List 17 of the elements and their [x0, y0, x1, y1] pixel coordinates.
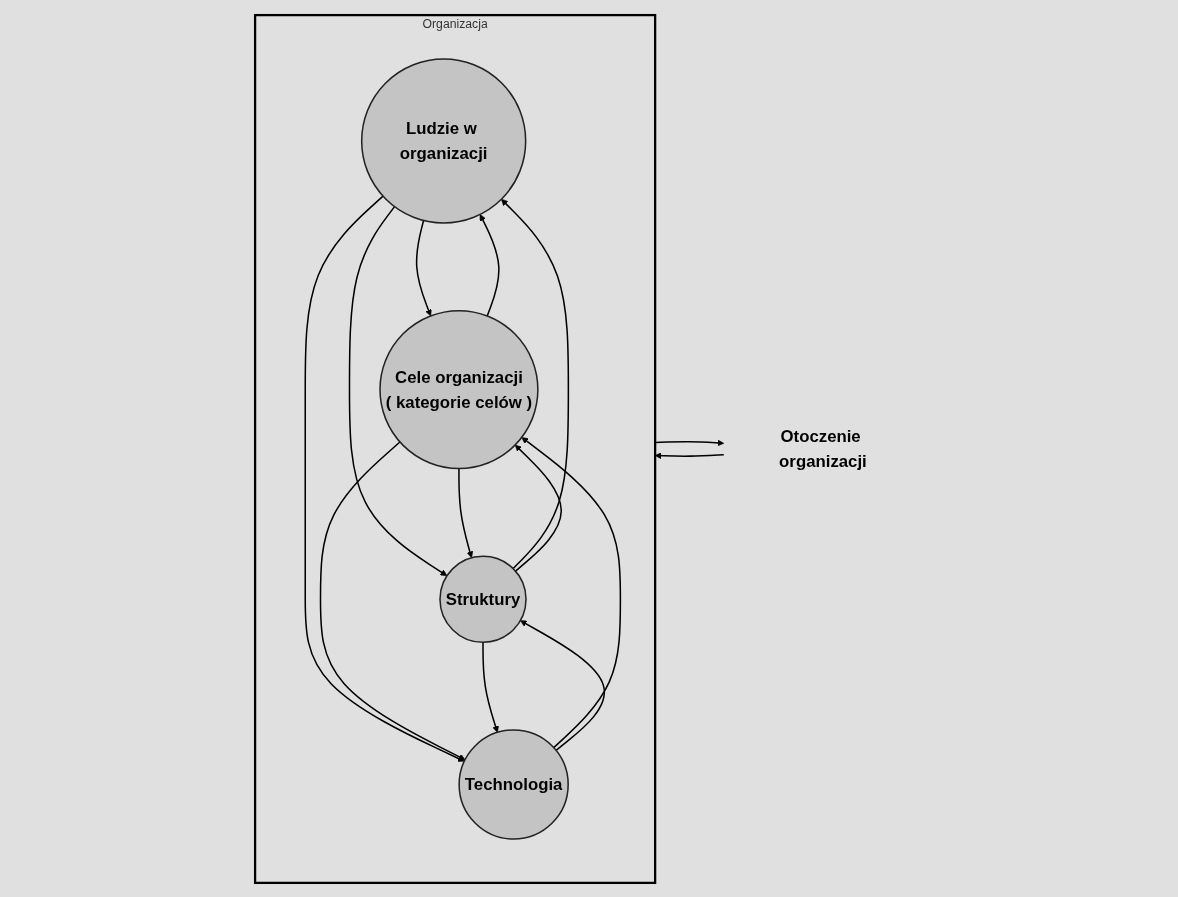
arrow — [501, 198, 570, 569]
arrow — [515, 444, 563, 572]
arrow — [458, 467, 474, 558]
arrow — [320, 440, 466, 760]
arrow — [349, 205, 448, 576]
node-circle: Technologia — [458, 728, 570, 840]
arrow — [655, 451, 725, 459]
arrow — [482, 641, 500, 733]
arrow — [480, 213, 501, 317]
arrow — [521, 436, 622, 748]
node-circle: Ludzie w organizacji — [361, 57, 527, 224]
arrow — [416, 219, 433, 316]
node-circle: Cele organizacji ( kategorie celów ) — [379, 309, 539, 469]
node-text: Otoczenie organizacji — [779, 426, 868, 471]
arrow — [304, 194, 466, 762]
arrow — [520, 619, 606, 751]
node-circle: Struktury — [439, 554, 528, 643]
